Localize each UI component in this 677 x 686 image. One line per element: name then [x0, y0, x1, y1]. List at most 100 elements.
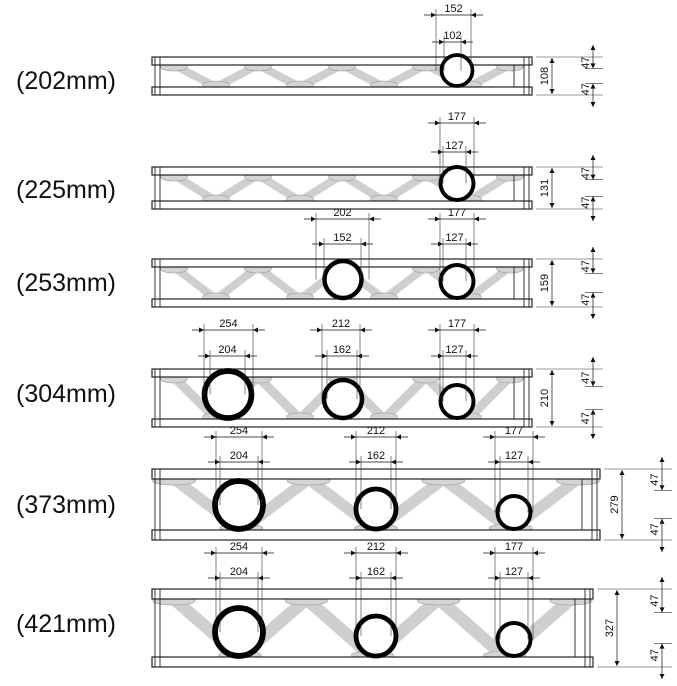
pipe-1: 177 127 — [428, 111, 486, 202]
diagonal-strut — [379, 372, 431, 424]
pipe-inner-width-label: 127 — [445, 232, 463, 244]
pipe-circle — [322, 258, 364, 301]
pipe-circle — [201, 368, 255, 421]
pipe-outer-width-label: 212 — [332, 318, 350, 330]
truss-height-label: 159 — [539, 274, 551, 292]
pipe-outer-width-label: 177 — [448, 111, 466, 123]
pipe-circle — [353, 486, 399, 532]
top-chord-offset-label: 47 — [580, 372, 592, 384]
pipe-outer-width-label: 254 — [230, 541, 248, 553]
bottom-chord — [151, 298, 533, 308]
pipe-inner-width-label: 152 — [333, 232, 351, 244]
bottom-chord-offset-label: 47 — [580, 412, 592, 424]
top-chord — [151, 56, 533, 66]
pipe-circle — [438, 263, 476, 300]
truss-height-label: 279 — [609, 495, 621, 513]
truss-size-label: (373mm) — [16, 491, 116, 519]
bottom-chord — [151, 529, 601, 541]
pipe-circle — [438, 383, 476, 420]
pipe-circle — [321, 377, 365, 421]
truss-size-label: (225mm) — [16, 176, 116, 204]
top-chord — [151, 166, 533, 176]
pipe-1: 254 204 — [204, 425, 274, 532]
top-chord-offset-label: 47 — [649, 474, 661, 486]
pipe-3: 177 127 — [483, 541, 545, 658]
pipe-outer-width-label: 177 — [505, 541, 523, 553]
truss-3: (253mm) 202 152 177 127 159 47 47 — [16, 207, 603, 319]
height-dimension: 131 47 47 — [536, 155, 603, 221]
truss-2: (225mm) 177 127 131 47 47 — [16, 111, 603, 221]
pipe-inner-width-label: 162 — [367, 450, 385, 462]
pipe-outer-width-label: 254 — [230, 425, 248, 437]
pipe-outer-width-label: 254 — [219, 318, 237, 330]
pipe-1: 254 204 — [204, 541, 274, 659]
truss-size-label: (304mm) — [16, 380, 116, 408]
bottom-chord-offset-label: 47 — [580, 83, 592, 95]
truss-size-label: (421mm) — [16, 610, 116, 638]
pipe-outer-width-label: 152 — [444, 3, 462, 15]
pipe-circle — [438, 165, 476, 202]
pipe-inner-width-label: 102 — [443, 30, 461, 42]
top-chord — [151, 468, 601, 480]
height-dimension: 210 47 47 — [536, 357, 603, 439]
pipe-inner-width-label: 127 — [445, 344, 463, 356]
diagonal-strut — [432, 592, 512, 664]
bottom-chord-offset-label: 47 — [580, 294, 592, 306]
pipe-inner-width-label: 162 — [367, 566, 385, 578]
pipe-1: 152 102 — [424, 3, 483, 88]
pipe-1: 254 204 — [192, 318, 265, 421]
pipe-2: 212 162 — [310, 318, 372, 421]
pipe-inner-width-label: 204 — [218, 344, 236, 356]
diagonal-strut — [253, 372, 305, 424]
pipe-inner-width-label: 162 — [333, 344, 351, 356]
pipe-3: 177 127 — [428, 318, 486, 420]
top-chord-offset-label: 47 — [649, 595, 661, 607]
truss-4: (304mm) 254 204 212 162 177 127 210 47 47 — [16, 318, 603, 439]
bottom-chord-offset-label: 47 — [649, 649, 661, 661]
pipe-outer-width-label: 177 — [448, 318, 466, 330]
pipe-circle — [495, 494, 533, 531]
truss-size-label: (202mm) — [16, 67, 116, 95]
pipe-outer-width-label: 177 — [505, 425, 523, 437]
truss-height-label: 108 — [539, 67, 551, 85]
height-dimension: 159 47 47 — [536, 247, 603, 319]
pipe-circle — [439, 53, 475, 88]
pipe-circle — [212, 605, 266, 659]
pipe-2: 212 162 — [344, 425, 408, 532]
pipe-outer-width-label: 177 — [448, 207, 466, 219]
truss-height-label: 327 — [604, 619, 616, 637]
bottom-chord — [151, 200, 533, 210]
top-chord — [151, 588, 594, 600]
bottom-chord — [151, 656, 594, 668]
pipe-outer-width-label: 202 — [333, 207, 351, 219]
top-chord-offset-label: 47 — [580, 167, 592, 179]
pipe-inner-width-label: 127 — [505, 566, 523, 578]
height-dimension: 327 47 47 — [597, 577, 672, 679]
pipe-2: 177 127 — [428, 207, 486, 300]
bottom-chord-offset-label: 47 — [580, 197, 592, 209]
pipe-inner-width-label: 127 — [445, 140, 463, 152]
pipe-2: 212 162 — [344, 541, 408, 659]
truss-6: (421mm) 254 204 212 162 177 127 327 47 47 — [16, 541, 672, 679]
pipe-inner-width-label: 204 — [230, 566, 248, 578]
pipe-circle — [353, 613, 399, 659]
bottom-chord — [151, 86, 533, 96]
truss-height-label: 210 — [539, 389, 551, 407]
pipe-outer-width-label: 212 — [367, 425, 385, 437]
height-dimension: 279 47 47 — [604, 457, 672, 552]
truss-size-label: (253mm) — [16, 269, 116, 297]
top-chord-offset-label: 47 — [580, 260, 592, 272]
pipe-circle — [212, 478, 266, 532]
top-chord — [151, 368, 533, 378]
pipe-1: 202 152 — [304, 207, 381, 301]
pipe-inner-width-label: 204 — [230, 450, 248, 462]
truss-height-label: 131 — [539, 179, 551, 197]
bottom-chord-offset-label: 47 — [649, 523, 661, 535]
pipe-circle — [495, 621, 533, 658]
pipe-outer-width-label: 212 — [367, 541, 385, 553]
